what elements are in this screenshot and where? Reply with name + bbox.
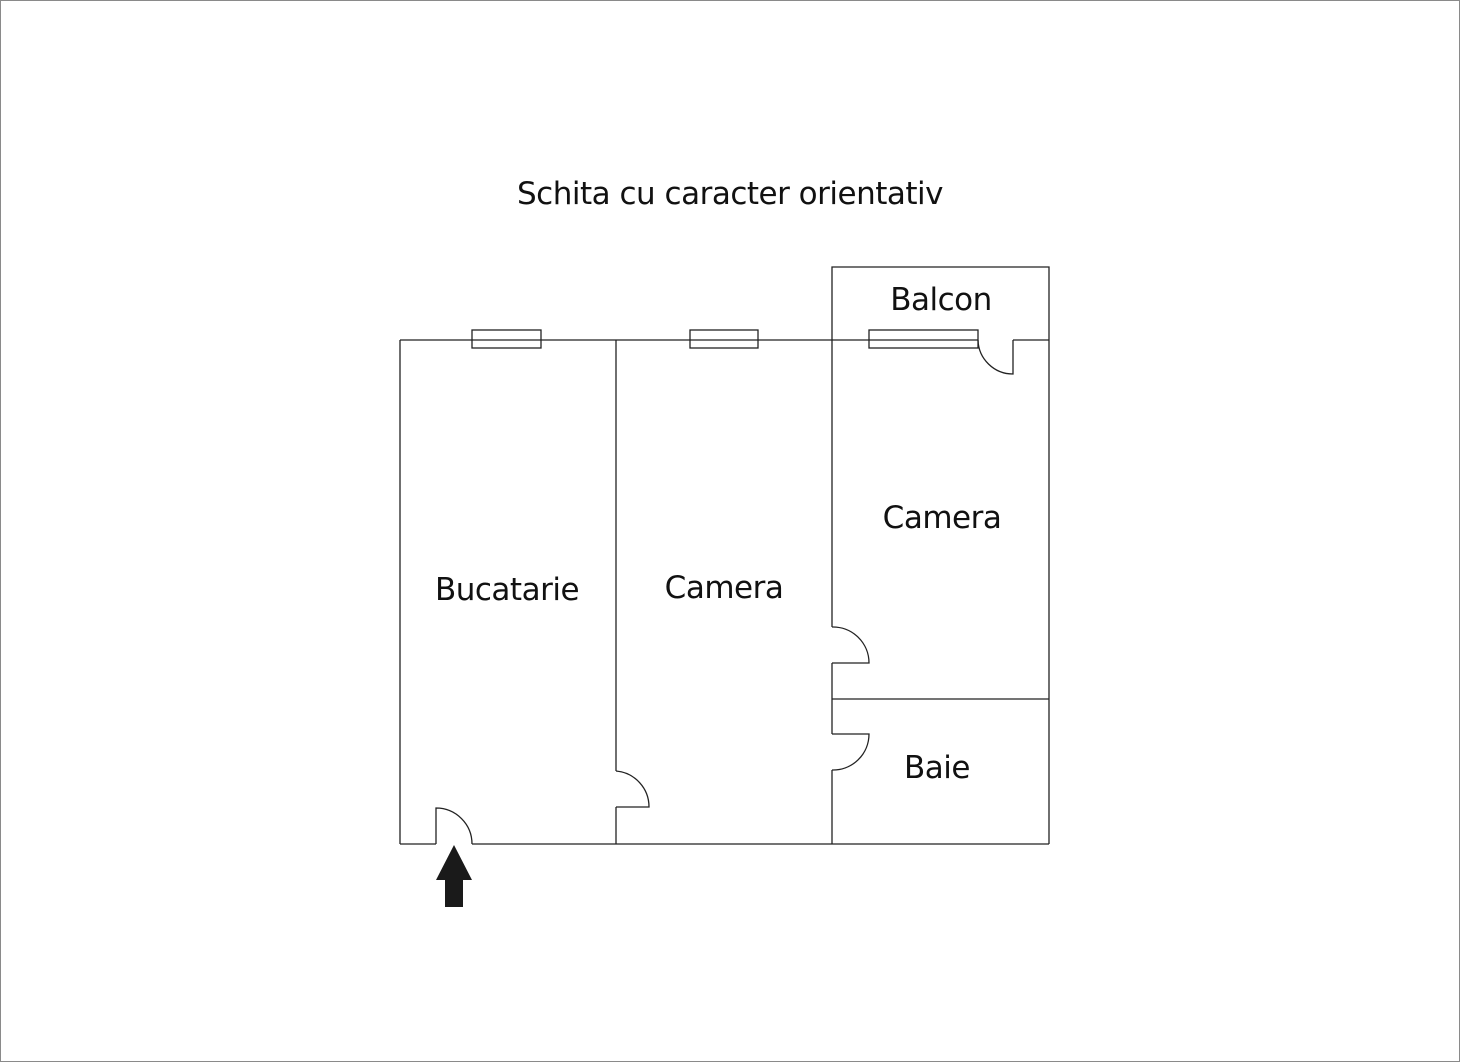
door-balcon	[977, 339, 1014, 375]
window-kitchen	[471, 329, 542, 349]
entrance-door	[435, 807, 473, 845]
door-camera-camera	[831, 626, 870, 664]
room-label-camera-right: Camera	[882, 500, 1002, 536]
room-label-balcon: Balcon	[890, 282, 992, 318]
balcony-door-window	[868, 329, 979, 349]
balcon-outline	[831, 266, 1050, 340]
room-label-camera-middle: Camera	[664, 570, 784, 606]
room-label-baie: Baie	[904, 750, 970, 786]
diagram-title: Schita cu caracter orientativ	[517, 176, 944, 212]
door-baie	[831, 733, 870, 771]
window-camera-middle	[689, 329, 759, 349]
room-label-bucatarie: Bucatarie	[434, 572, 580, 608]
arrow-up-icon	[436, 845, 472, 907]
door-kitchen-camera	[615, 770, 650, 808]
